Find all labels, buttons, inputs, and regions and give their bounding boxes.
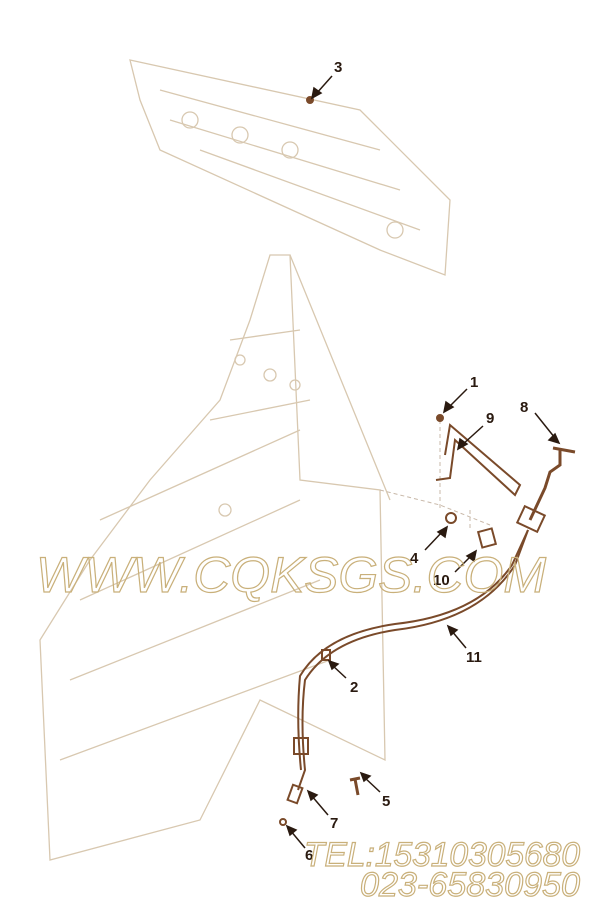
callout-4: 4 — [410, 550, 419, 567]
part-11-tube — [297, 529, 529, 791]
callout-8: 8 — [520, 399, 528, 416]
part-1-nut — [436, 414, 444, 422]
part-6-washer — [279, 818, 287, 826]
part-5-bolt — [349, 776, 361, 796]
callout-10: 10 — [433, 572, 450, 589]
callout-1: 1 — [470, 374, 478, 391]
part-8-dipstick-handle — [528, 446, 576, 521]
watermark-website: WWW.CQKSGS.COM — [36, 547, 546, 603]
callout-7: 7 — [330, 815, 338, 832]
dashed-guides — [379, 420, 491, 530]
engine-outline — [39, 59, 451, 861]
part-7-fitting — [286, 783, 304, 805]
part-8-tube-body — [515, 504, 547, 534]
callout-3: 3 — [334, 59, 342, 76]
part-4-nut — [445, 512, 457, 524]
part-9-bracket — [435, 423, 522, 497]
watermark-tel: TEL:15310305680 — [304, 836, 580, 874]
callout-arrows — [285, 75, 561, 849]
part-clamp — [293, 737, 309, 755]
callout-9: 9 — [486, 410, 494, 427]
callout-6: 6 — [305, 847, 313, 864]
parts — [279, 96, 576, 826]
callout-2: 2 — [350, 679, 358, 696]
part-2-clip — [321, 649, 331, 661]
watermark-phone: 023-65830950 — [360, 866, 580, 900]
callout-5: 5 — [382, 793, 390, 810]
callout-11: 11 — [466, 649, 482, 666]
callout-labels: 3 1 9 8 4 10 11 2 5 7 6 — [305, 59, 528, 864]
part-10-sleeve — [476, 527, 498, 549]
